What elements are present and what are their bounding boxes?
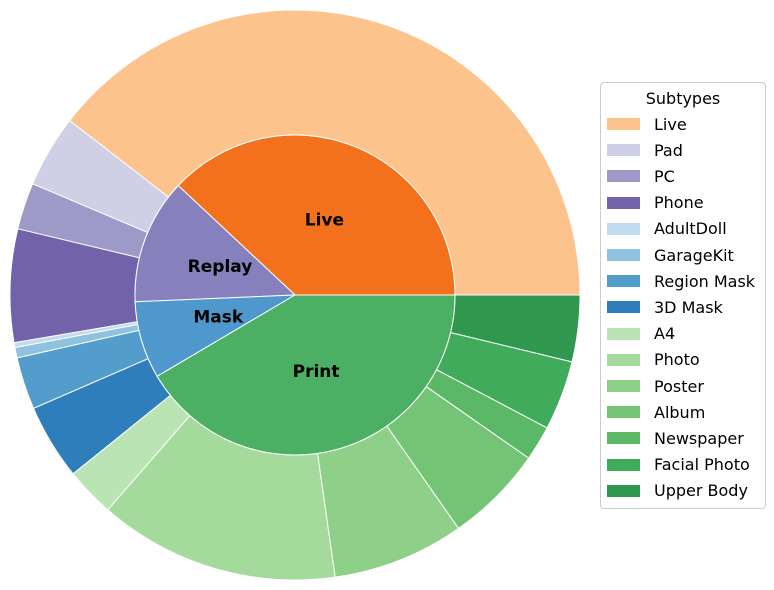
legend-label: Newspaper — [654, 428, 744, 448]
legend-item-adultdoll: AdultDoll — [607, 219, 727, 239]
legend-swatch — [607, 380, 640, 392]
legend-label: Poster — [654, 376, 704, 396]
legend-swatch — [607, 484, 640, 497]
inner-label-replay: Replay — [188, 257, 253, 277]
legend-label: Phone — [654, 193, 704, 213]
legend-item-pc: PC — [607, 166, 675, 186]
legend-swatch — [607, 406, 640, 419]
legend-title: Subtypes — [645, 89, 721, 108]
inner-label-print: Print — [293, 362, 340, 382]
legend-item-newspaper: Newspaper — [607, 428, 744, 448]
legend-item-a4: A4 — [607, 324, 675, 344]
legend-item-live: Live — [607, 114, 687, 134]
legend-swatch — [607, 275, 640, 288]
legend-swatch — [607, 196, 640, 209]
legend-item-facial-photo: Facial Photo — [607, 455, 750, 475]
inner-wedge-live — [177, 134, 456, 296]
inner-ring — [134, 134, 456, 456]
legend-label: Facial Photo — [654, 455, 750, 475]
legend-label: AdultDoll — [654, 219, 727, 239]
legend-swatch — [607, 458, 640, 471]
legend-item-pad: Pad — [607, 140, 683, 160]
legend-label: GarageKit — [654, 245, 734, 265]
legend-swatch — [607, 144, 640, 157]
legend-swatch — [607, 222, 640, 235]
inner-label-live: Live — [305, 211, 344, 231]
legend-item-3d-mask: 3D Mask — [607, 297, 723, 317]
inner-wedge-print — [156, 294, 456, 456]
legend-label: Region Mask — [654, 271, 756, 291]
legend-swatch — [607, 327, 640, 340]
inner-wedge-replay — [134, 184, 297, 303]
legend-item-photo: Photo — [607, 350, 700, 370]
legend-swatch — [607, 432, 640, 445]
legend-swatch — [607, 301, 640, 314]
legend-swatch — [607, 118, 640, 130]
legend-label: Album — [654, 402, 706, 422]
legend-label: Photo — [654, 350, 700, 370]
legend-label: Pad — [654, 140, 683, 160]
legend-label: A4 — [654, 324, 676, 344]
inner-label-mask: Mask — [193, 308, 244, 328]
legend-label: 3D Mask — [654, 297, 723, 317]
legend-item-garagekit: GarageKit — [607, 245, 734, 265]
legend-item-phone: Phone — [607, 193, 704, 213]
legend-item-poster: Poster — [607, 376, 704, 396]
legend-swatch — [607, 170, 640, 183]
legend-swatch — [607, 353, 640, 366]
legend-label: Live — [654, 114, 687, 134]
legend-label: Upper Body — [654, 481, 748, 501]
outer-ring — [9, 9, 581, 581]
legend-swatch — [607, 249, 640, 261]
legend-item-upper-body: Upper Body — [607, 481, 748, 501]
legend-item-album: Album — [607, 402, 705, 422]
legend-label: PC — [654, 166, 675, 186]
legend-item-region-mask: Region Mask — [607, 271, 755, 291]
